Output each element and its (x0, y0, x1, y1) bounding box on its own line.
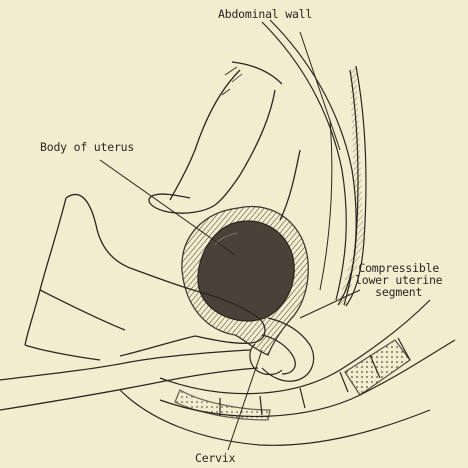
label-lower-line-3: segment (355, 286, 442, 298)
label-abdominal-wall: Abdominal wall (218, 8, 312, 20)
label-cervix: Cervix (195, 452, 235, 464)
leader-abdominal-wall (300, 32, 340, 150)
label-compressible-lower-uterine-segment: Compressible lower uterine segment (355, 262, 442, 298)
uterus-body (182, 207, 308, 355)
leader-lower-segment (300, 290, 360, 318)
leader-cervix (228, 350, 262, 450)
upper-hand (149, 62, 300, 220)
leader-body-of-uterus (100, 160, 235, 255)
label-body-of-uterus: Body of uterus (40, 141, 134, 153)
